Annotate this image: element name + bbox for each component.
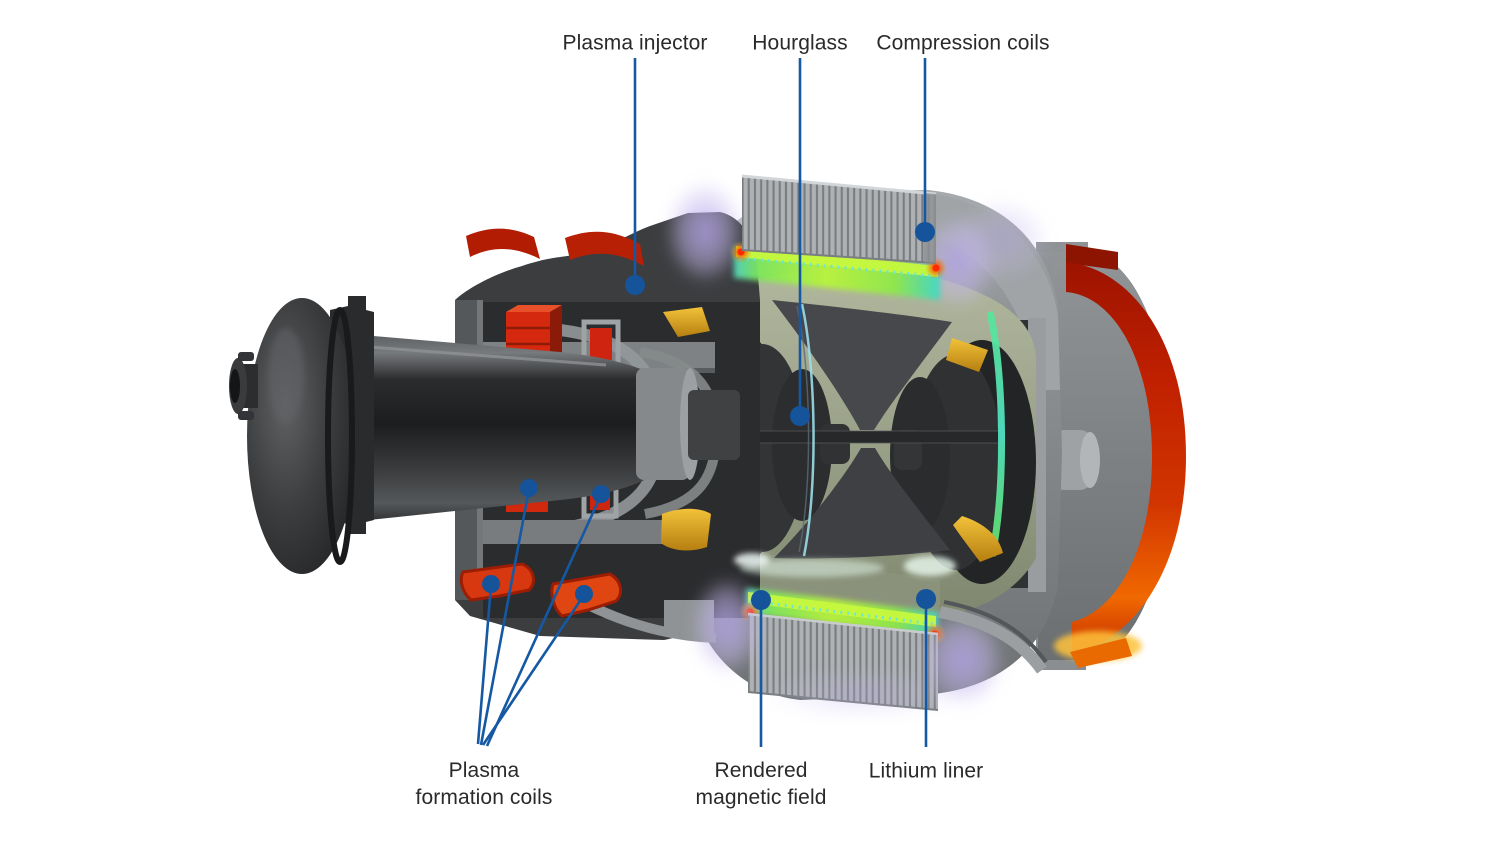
liner-streak-highlight bbox=[740, 559, 884, 577]
liner-bottom-white-glow bbox=[904, 556, 956, 576]
label-compression-coils: Compression coils bbox=[876, 31, 1050, 55]
liner-green-arc bbox=[986, 311, 1006, 557]
coil-top-face bbox=[506, 305, 562, 312]
hourglass-top-funnel bbox=[772, 300, 952, 430]
end-cap-shaft-stub-face bbox=[1080, 432, 1100, 488]
coil-side-face bbox=[550, 305, 562, 360]
fin-block-bottom-edge bbox=[741, 249, 937, 264]
cyan-ticks-bottom bbox=[749, 599, 935, 626]
leader-formation-1 bbox=[479, 488, 531, 746]
barrel-top-highlight bbox=[355, 344, 607, 367]
red-top-strap-right bbox=[565, 231, 644, 266]
label-lithium-liner: Lithium liner bbox=[868, 759, 984, 783]
coil-front-face bbox=[590, 328, 612, 360]
end-cap-assembly bbox=[1014, 242, 1186, 670]
gold-wedge-bottom-left bbox=[661, 508, 711, 551]
red-ring-bottom-tip bbox=[1070, 638, 1132, 668]
purple-glow-top-left bbox=[665, 180, 745, 284]
injector-dome bbox=[247, 298, 357, 574]
purple-glow-dome bbox=[954, 198, 1050, 282]
fin-block-top-edge bbox=[741, 174, 937, 196]
leader-dot-formation-2 bbox=[482, 575, 500, 593]
purple-glow-bottom-left bbox=[691, 576, 763, 676]
red-ring-top-tip bbox=[1066, 244, 1118, 270]
leader-formation-4 bbox=[481, 594, 586, 746]
leader-dot-lithium-liner bbox=[916, 589, 936, 609]
hotspot-top-right-core bbox=[932, 264, 940, 272]
leader-dot-rendered-field bbox=[751, 590, 771, 610]
field-line-cyan bbox=[800, 303, 815, 557]
label-hourglass: Hourglass bbox=[752, 31, 848, 55]
leader-dot-formation-4 bbox=[575, 585, 593, 603]
gold-insulator-wedges bbox=[661, 307, 1003, 562]
cyan-ticks-top bbox=[739, 256, 937, 278]
gold-wedge-top-right bbox=[946, 338, 988, 372]
hourglass-left-stub bbox=[820, 424, 850, 464]
fin-block-top-edge bbox=[747, 612, 939, 636]
leader-dot-hourglass bbox=[790, 406, 810, 426]
shaft-into-chamber bbox=[688, 390, 740, 460]
label-rendered-magnetic-field: Rendered magnetic field bbox=[695, 759, 827, 809]
injector-barrel bbox=[332, 334, 648, 522]
bottom-field-and-compression-coil bbox=[691, 553, 1048, 720]
label-plasma-formation-coils: Plasma formation coils bbox=[415, 759, 553, 809]
leader-dot-plasma-injector bbox=[625, 275, 645, 295]
shell-bottom-right-arc bbox=[938, 606, 1047, 674]
callout-leaders bbox=[476, 58, 936, 747]
nozzle-fin-top bbox=[238, 352, 254, 361]
hourglass-center-rod bbox=[741, 430, 1005, 444]
shell-bottom-right-arc-dark bbox=[943, 600, 1048, 664]
red-field-coil-ring bbox=[1066, 262, 1186, 652]
nozzle-fin-bottom bbox=[238, 411, 254, 420]
injector-nozzle-bore bbox=[230, 369, 240, 403]
purple-glow-bottom-wide bbox=[762, 668, 962, 720]
fin-block-fins bbox=[742, 176, 936, 263]
barrel-end-collar bbox=[636, 368, 690, 480]
dome-rim bbox=[325, 307, 355, 565]
leader-formation-2 bbox=[476, 584, 493, 745]
leader-dot-formation-1 bbox=[520, 479, 538, 497]
plasma-injector-assembly bbox=[229, 296, 740, 574]
leader-dot-formation-3 bbox=[592, 485, 610, 503]
hourglass-left-disc bbox=[772, 369, 832, 521]
gold-wedge-bottom-right bbox=[953, 516, 1003, 562]
liner-spot-highlight bbox=[734, 553, 770, 567]
label-plasma-injector: Plasma injector bbox=[562, 31, 708, 55]
red-top-strap-left bbox=[466, 228, 540, 259]
leader-dot-compression-coils bbox=[915, 222, 935, 242]
leader-formation-3 bbox=[485, 494, 603, 747]
compression-coil-fins-top bbox=[741, 174, 937, 264]
hourglass-bottom-funnel bbox=[774, 448, 950, 559]
dome-highlight bbox=[268, 328, 304, 424]
gold-wedge-top-left bbox=[663, 307, 710, 337]
field-line-shadow bbox=[796, 305, 810, 553]
